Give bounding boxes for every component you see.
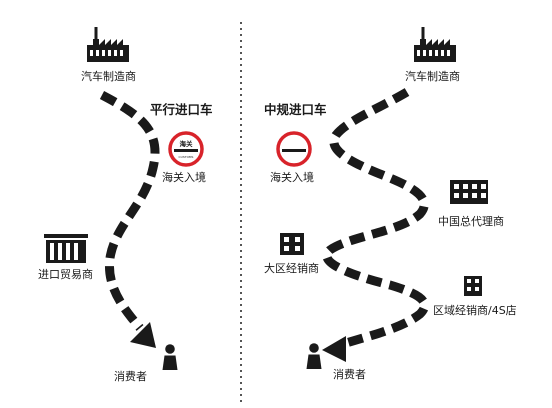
right-local-dealer-label: 区域经销商/4S店 xyxy=(433,304,517,317)
right-customs-label: 海关入境 xyxy=(270,171,314,184)
warehouse-icon xyxy=(44,234,88,263)
factory-icon-left xyxy=(87,27,129,62)
left-trader-label: 进口贸易商 xyxy=(38,268,93,281)
left-manufacturer-label: 汽车制造商 xyxy=(81,70,136,83)
right-consumer-label: 消费者 xyxy=(333,368,366,381)
customs-sign-bottom-text: CUSTOMS xyxy=(179,155,194,159)
building-icon-regional-dealer xyxy=(280,233,304,255)
customs-sign-icon-right xyxy=(276,131,312,167)
left-route-title: 平行进口车 xyxy=(150,102,213,117)
right-general-agent-label: 中国总代理商 xyxy=(438,215,504,228)
right-manufacturer-label: 汽车制造商 xyxy=(405,70,460,83)
right-route-arrow xyxy=(322,88,429,362)
customs-sign-top-text: 海关 xyxy=(180,139,194,148)
person-icon-right xyxy=(306,343,322,369)
left-route-arrow xyxy=(99,91,160,348)
right-regional-dealer-label: 大区经销商 xyxy=(264,262,319,275)
building-icon-local-dealer xyxy=(464,276,482,296)
factory-icon-right xyxy=(414,27,456,62)
building-icon-general-agent xyxy=(450,180,488,204)
left-consumer-label: 消费者 xyxy=(114,370,147,383)
left-customs-label: 海关入境 xyxy=(162,171,206,184)
customs-sign-icon-left: 海关 CUSTOMS xyxy=(168,131,204,167)
person-icon-left xyxy=(162,344,178,370)
right-route-title: 中规进口车 xyxy=(264,102,327,117)
